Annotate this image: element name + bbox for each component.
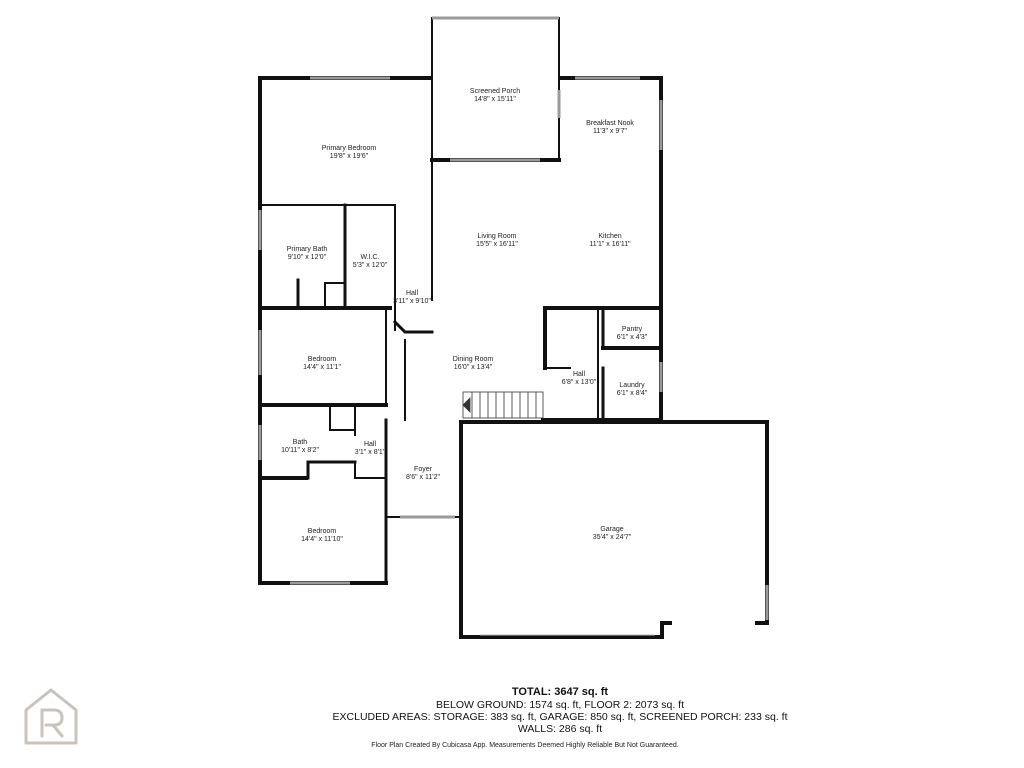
- disclaimer-note: Floor Plan Created By Cubicasa App. Meas…: [371, 742, 679, 749]
- windows: [258, 16, 769, 620]
- stairs: [462, 391, 544, 419]
- excluded-areas: EXCLUDED AREAS: STORAGE: 383 sq. ft, GAR…: [332, 711, 788, 723]
- below-ground-area: BELOW GROUND: 1574 sq. ft, FLOOR 2: 2073…: [435, 699, 684, 711]
- walls: [258, 17, 769, 639]
- walls-area: WALLS: 286 sq. ft: [517, 723, 603, 735]
- room-label-wic: W.I.C.5'3" x 12'0": [352, 254, 388, 269]
- house-r-logo-icon: [24, 688, 78, 745]
- total-area: TOTAL: 3647 sq. ft: [511, 686, 609, 698]
- area-summary: TOTAL: 3647 sq. ft BELOW GROUND: 1574 sq…: [230, 686, 890, 735]
